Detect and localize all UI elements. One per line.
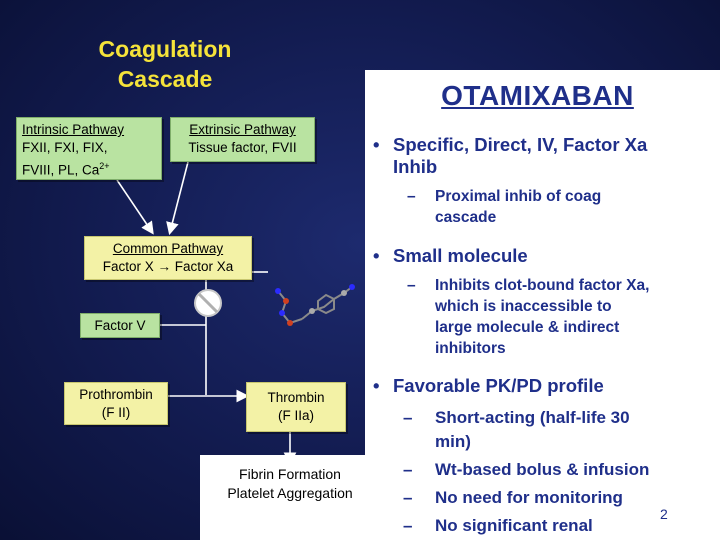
bullet-dot: • [373, 134, 380, 155]
drug-panel [365, 70, 720, 540]
dash-marker: – [407, 277, 416, 294]
bullet-pkpd: • Favorable PK/PD profile [373, 375, 708, 397]
bullet-dot: • [373, 375, 380, 396]
bullet-1-line2: Inhib [393, 156, 438, 177]
bullet-1-line1: Specific, Direct, IV, Factor Xa [393, 134, 648, 155]
molecule-structure-icon [268, 277, 358, 337]
drug-name: OTAMIXABAN [441, 80, 634, 111]
common-pathway-box: Common Pathway Factor X → Factor Xa [84, 236, 252, 280]
factor-v-label: Factor V [94, 318, 146, 333]
sub-no-monitoring: – No need for monitoring [403, 486, 715, 510]
dash-marker: – [407, 188, 416, 205]
common-line1: Factor X → Factor Xa [102, 259, 234, 274]
right-arrow-icon: → [157, 259, 171, 274]
common-heading: Common Pathway [112, 241, 224, 256]
intrinsic-heading: Intrinsic Pathway [22, 122, 125, 137]
sub-short-line2: min) [435, 432, 471, 451]
fibrin-line1: Fibrin Formation [239, 466, 341, 482]
intrinsic-pathway-box: Intrinsic Pathway FXII, FXI, FIX, FVIII,… [16, 117, 162, 180]
bullet-3-line1: Favorable PK/PD profile [393, 375, 604, 396]
slide-title: Coagulation Cascade [98, 36, 232, 92]
sub-proximal-line1: Proximal inhib of coag [435, 188, 602, 205]
sub-renal-line1: No significant renal [435, 516, 593, 535]
sub-wt-line1: Wt-based bolus & infusion [435, 460, 650, 479]
thrombin-line1: Thrombin [267, 390, 325, 405]
intrinsic-line1: FXII, FXI, FIX, [22, 140, 108, 155]
sub-no-renal: – No significant renal [403, 514, 715, 538]
dash-marker: – [403, 488, 413, 507]
extrinsic-pathway-box: Extrinsic Pathway Tissue factor, FVII [170, 117, 315, 162]
bullet-2-line1: Small molecule [393, 245, 528, 266]
dash-marker: – [403, 516, 413, 535]
extrinsic-heading: Extrinsic Pathway [189, 122, 296, 137]
dash-marker: – [403, 408, 413, 427]
sub-proximal-line2: cascade [435, 209, 497, 226]
sub-proximal-inhib: – Proximal inhib of coag cascade [407, 186, 707, 228]
inhibition-icon [193, 288, 223, 318]
sub-inhibits-clot-bound: – Inhibits clot-bound factor Xa, which i… [407, 275, 712, 359]
fibrin-line2: Platelet Aggregation [227, 485, 353, 501]
intrinsic-line2: FVIII, PL, Ca2+ [22, 161, 110, 178]
sub-clot-line1: Inhibits clot-bound factor Xa, [435, 277, 650, 294]
sub-short-line1: Short-acting (half-life 30 [435, 408, 630, 427]
thrombin-line2: (F IIa) [278, 408, 314, 423]
sub-wt-based: – Wt-based bolus & infusion [403, 458, 715, 482]
sub-clot-line3: large molecule & indirect [435, 319, 620, 336]
bullet-dot: • [373, 245, 380, 266]
dash-marker: – [403, 460, 413, 479]
page-number: 2 [660, 506, 668, 522]
sub-monitor-line1: No need for monitoring [435, 488, 623, 507]
prothrombin-line2: (F II) [101, 405, 131, 420]
sub-short-acting: – Short-acting (half-life 30 min) [403, 406, 715, 454]
prothrombin-line1: Prothrombin [79, 387, 153, 402]
thrombin-box: Thrombin (F IIa) [246, 382, 346, 432]
bullet-small-molecule: • Small molecule [373, 245, 708, 267]
sub-clot-line4: inhibitors [435, 340, 506, 357]
prothrombin-box: Prothrombin (F II) [64, 382, 168, 425]
sub-clot-line2: which is inaccessible to [435, 298, 612, 315]
factor-v-box: Factor V [80, 313, 160, 338]
bullet-specific-direct: • Specific, Direct, IV, Factor Xa Inhib [373, 134, 708, 178]
fibrin-box: Fibrin Formation Platelet Aggregation [200, 465, 380, 503]
extrinsic-line1: Tissue factor, FVII [188, 140, 297, 155]
